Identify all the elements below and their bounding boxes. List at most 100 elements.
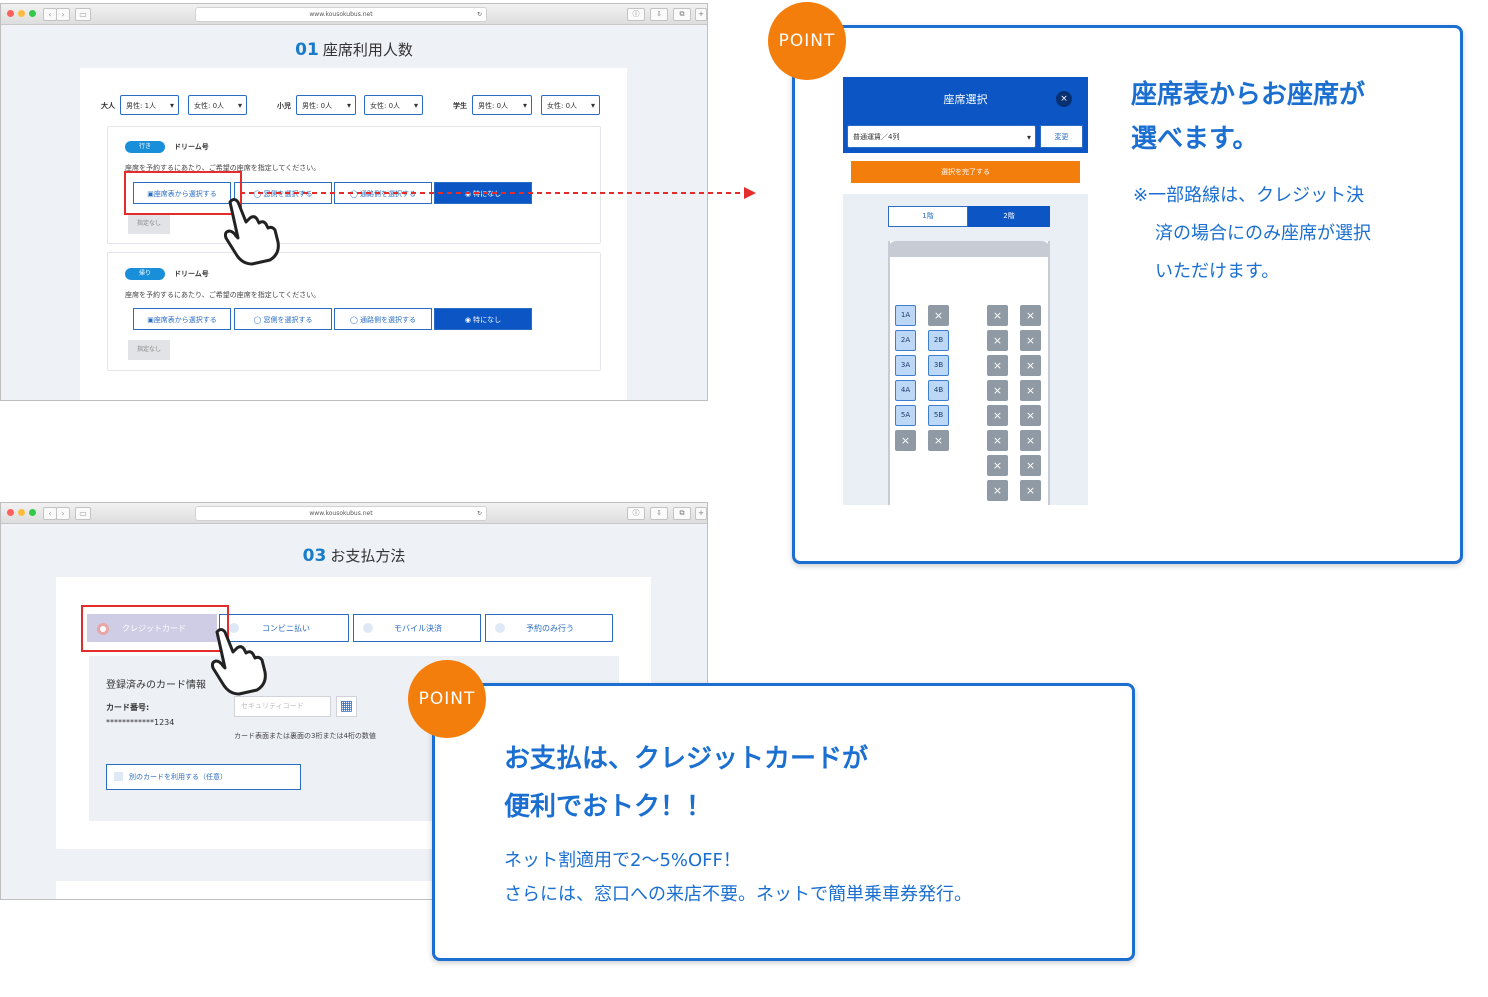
reload-icon[interactable]: ↻ xyxy=(476,510,482,517)
seat-unavailable: × xyxy=(987,380,1008,401)
pay-option-convenience[interactable]: コンビニ払い xyxy=(219,614,349,642)
browser-toolbar: ‹ › ▭ www.kousokubus.net↻ ⓘ ⇩ ⧉ + xyxy=(1,503,707,524)
no-preference-button[interactable]: ◉ 特になし xyxy=(434,308,532,330)
seat-5A[interactable]: 5A xyxy=(895,405,916,426)
download-icon[interactable]: ⇩ xyxy=(650,8,668,21)
section-title-text: 座席利用人数 xyxy=(322,41,413,59)
seat-4A[interactable]: 4A xyxy=(895,380,916,401)
sidebar-icon[interactable]: ▭ xyxy=(75,507,91,520)
floor-tab-2[interactable]: 2階 xyxy=(968,206,1050,227)
unspecified-button[interactable]: 指定なし xyxy=(128,340,170,360)
point-badge: POINT xyxy=(408,660,486,738)
trip-badge: 帰り xyxy=(125,268,165,280)
adult-male-select[interactable]: 男性: 1人 xyxy=(120,95,179,116)
seat-type-select[interactable]: 普通運賃／4列 xyxy=(847,125,1036,149)
seat-unavailable: × xyxy=(895,430,916,451)
seat-3B[interactable]: 3B xyxy=(928,355,949,376)
address-bar[interactable]: www.kousokubus.net↻ xyxy=(195,7,487,22)
callout-body-line2: さらには、窓口への来店不要。ネットで簡単乗車券発行。 xyxy=(504,884,972,905)
sidebar-icon[interactable]: ▭ xyxy=(75,8,91,21)
dashed-arrow xyxy=(240,187,756,199)
zoom-window-dot[interactable] xyxy=(29,509,36,516)
callout-note-line2: 済の場合にのみ座席が選択 xyxy=(1155,223,1371,244)
close-window-dot[interactable] xyxy=(7,10,14,17)
other-card-label: 別のカードを利用する（任意） xyxy=(129,773,227,781)
student-female-select[interactable]: 女性: 0人 xyxy=(541,95,600,116)
change-button[interactable]: 変更 xyxy=(1040,125,1083,148)
back-icon[interactable]: ‹ xyxy=(43,507,57,520)
download-icon[interactable]: ⇩ xyxy=(650,507,668,520)
callout-heading-line2: 便利でおトク！！ xyxy=(504,792,713,822)
student-male-select[interactable]: 男性: 0人 xyxy=(472,95,532,116)
pay-option-mobile[interactable]: モバイル決済 xyxy=(353,614,481,642)
seat-2A[interactable]: 2A xyxy=(895,330,916,351)
callout-body-line1: ネット割適用で2〜5%OFF！ xyxy=(504,850,741,871)
minimize-window-dot[interactable] xyxy=(18,10,25,17)
forward-icon[interactable]: › xyxy=(56,507,70,520)
seat-unavailable: × xyxy=(1020,355,1041,376)
security-code-input[interactable]: セキュリティコード xyxy=(234,696,331,717)
tabs-icon[interactable]: ⧉ xyxy=(673,507,691,520)
pay-option-reserve-only[interactable]: 予約のみ行う xyxy=(485,614,613,642)
seat-modal: 座席選択 × 普通運賃／4列 変更 選択を完了する 1階 2階 1A2A3A4A… xyxy=(843,77,1088,505)
reload-icon[interactable]: ↻ xyxy=(476,11,482,18)
seat-unavailable: × xyxy=(1020,405,1041,426)
radio-icon xyxy=(495,623,505,633)
keypad-icon[interactable]: ▦ xyxy=(336,696,357,717)
minimize-window-dot[interactable] xyxy=(18,509,25,516)
info-icon[interactable]: ⓘ xyxy=(627,507,645,520)
new-tab-icon[interactable]: + xyxy=(695,8,707,21)
seat-5B[interactable]: 5B xyxy=(928,405,949,426)
floor-tab-1[interactable]: 1階 xyxy=(888,206,968,227)
window-seat-button[interactable]: ◯ 窓側を選択する xyxy=(234,308,332,330)
seat-count-card: 大人 男性: 1人 女性: 0人 小児 男性: 0人 女性: 0人 学生 男性:… xyxy=(80,68,627,400)
select-from-seatmap-button[interactable]: ▣座席表から選択する xyxy=(133,182,231,204)
card-number-value: ************1234 xyxy=(106,718,175,727)
back-icon[interactable]: ‹ xyxy=(43,8,57,21)
point-callout-seatmap: 座席選択 × 普通運賃／4列 変更 選択を完了する 1階 2階 1A2A3A4A… xyxy=(792,25,1463,564)
trip-instruction: 座席を予約するにあたり、ご希望の座席を指定してください。 xyxy=(125,164,321,172)
seat-2B[interactable]: 2B xyxy=(928,330,949,351)
child-female-select[interactable]: 女性: 0人 xyxy=(364,95,423,116)
close-icon[interactable]: × xyxy=(1056,91,1072,107)
other-card-checkbox[interactable]: 別のカードを利用する（任意） xyxy=(106,764,301,790)
forward-icon[interactable]: › xyxy=(56,8,70,21)
new-tab-icon[interactable]: + xyxy=(695,507,707,520)
unspecified-button[interactable]: 指定なし xyxy=(128,214,170,234)
seat-unavailable: × xyxy=(1020,330,1041,351)
window-seat-button[interactable]: ◯ 窓側を選択する xyxy=(234,182,332,204)
seat-unavailable: × xyxy=(987,355,1008,376)
info-icon[interactable]: ⓘ xyxy=(627,8,645,21)
seat-unavailable: × xyxy=(987,305,1008,326)
aisle-seat-button[interactable]: ◯ 通路側を選択する xyxy=(334,308,432,330)
callout-note-line3: いただけます。 xyxy=(1155,261,1280,282)
option-label: 予約のみ行う xyxy=(526,624,574,633)
seatmap-icon: ▣ xyxy=(147,190,154,198)
close-window-dot[interactable] xyxy=(7,509,14,516)
option-label: コンビニ払い xyxy=(262,624,310,633)
point-badge: POINT xyxy=(768,2,846,80)
complete-selection-button[interactable]: 選択を完了する xyxy=(851,161,1080,183)
checkbox-icon xyxy=(114,772,123,781)
hand-pointer-icon xyxy=(210,628,267,696)
seat-1A[interactable]: 1A xyxy=(895,305,916,326)
trip-card-outbound: 行き ドリーム号 座席を予約するにあたり、ご希望の座席を指定してください。 ▣座… xyxy=(107,126,601,244)
option-label: 窓側を選択する xyxy=(263,316,313,324)
zoom-window-dot[interactable] xyxy=(29,10,36,17)
adult-female-select[interactable]: 女性: 0人 xyxy=(188,95,247,116)
select-from-seatmap-button[interactable]: ▣座席表から選択する xyxy=(133,308,231,330)
seat-4B[interactable]: 4B xyxy=(928,380,949,401)
option-label: モバイル決済 xyxy=(394,624,442,633)
seat-unavailable: × xyxy=(987,480,1008,501)
trip-badge: 行き xyxy=(125,141,165,153)
child-male-select[interactable]: 男性: 0人 xyxy=(296,95,356,116)
section-number: 03 xyxy=(302,546,327,566)
seat-3A[interactable]: 3A xyxy=(895,355,916,376)
bus-front xyxy=(888,241,1050,257)
seat-unavailable: × xyxy=(1020,455,1041,476)
tabs-icon[interactable]: ⧉ xyxy=(673,8,691,21)
callout-note-line1: ※一部路線は、クレジット決 xyxy=(1133,185,1365,206)
pay-option-credit[interactable]: クレジットカード xyxy=(87,614,217,642)
address-bar[interactable]: www.kousokubus.net↻ xyxy=(195,506,487,521)
